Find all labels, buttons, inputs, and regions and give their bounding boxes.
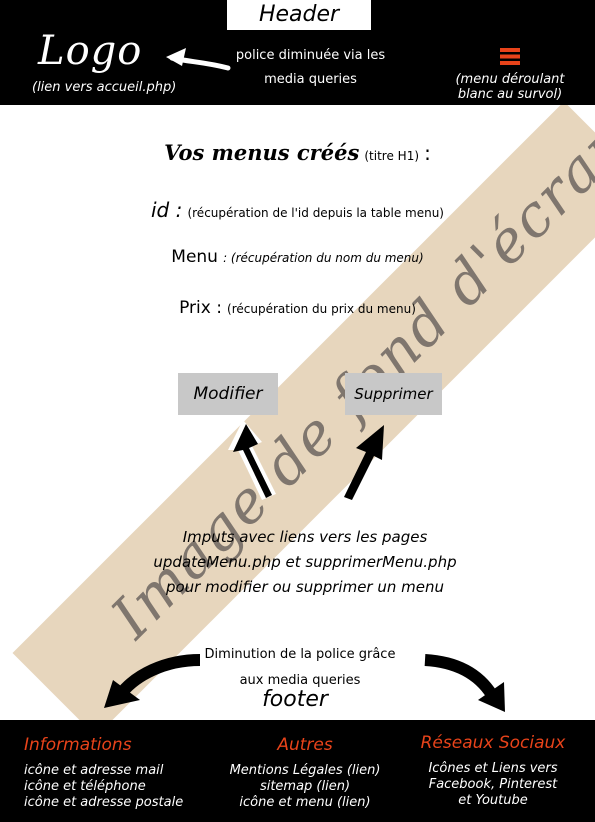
- footer-line[interactable]: icône et adresse mail: [24, 763, 164, 778]
- modifier-button[interactable]: Modifier: [178, 373, 278, 415]
- page-title: Vos menus créés (titre H1) :: [0, 140, 595, 165]
- footer-column-informations: Informations icône et adresse mail icône…: [24, 735, 224, 811]
- footer-note-line: aux media queries: [239, 673, 361, 688]
- inputs-note-line: Imputs avec liens vers les pages: [182, 528, 428, 546]
- curved-arrow-right-icon: [424, 654, 505, 712]
- footer-line[interactable]: icône et menu (lien): [239, 795, 371, 810]
- field-id: id : (récupération de l'id depuis la tab…: [0, 198, 595, 222]
- footer-bar: [0, 720, 595, 822]
- police-note: police diminuée via les media queries: [235, 48, 386, 87]
- footer-column-title: Réseaux Sociaux: [420, 733, 566, 753]
- footer-note-line: Diminution de la police grâce: [204, 647, 396, 662]
- menu-note: (menu déroulant blanc au survol): [440, 72, 580, 102]
- menu-note-line: (menu déroulant: [455, 72, 565, 87]
- footer-line[interactable]: icône et adresse postale: [24, 795, 184, 810]
- page-title-text: Vos menus créés: [164, 140, 360, 165]
- arrow-up-modifier-icon: [228, 420, 276, 500]
- footer-line[interactable]: Facebook, Pinterest: [428, 777, 558, 792]
- inputs-note-line: pour modifier ou supprimer un menu: [165, 578, 445, 596]
- footer-column-title: Informations: [24, 735, 132, 755]
- footer-line[interactable]: Mentions Légales (lien): [229, 763, 381, 778]
- field-label: Menu: [171, 247, 218, 267]
- field-menu: Menu : (récupération du nom du menu): [0, 247, 595, 267]
- hamburger-icon[interactable]: [500, 48, 520, 65]
- logo[interactable]: Logo: [38, 28, 143, 74]
- footer-line[interactable]: Icônes et Liens vers: [428, 761, 558, 776]
- field-value: (récupération du prix du menu): [227, 302, 416, 316]
- logo-arrow-icon: [166, 48, 231, 71]
- footer-column-reseaux-sociaux: Réseaux Sociaux Icônes et Liens vers Fac…: [408, 733, 578, 809]
- inputs-note: Imputs avec liens vers les pages updateM…: [130, 525, 480, 600]
- header-label: Header: [227, 0, 371, 30]
- footer-column-autres: Autres Mentions Légales (lien) sitemap (…: [210, 735, 400, 811]
- field-label: Prix :: [179, 298, 222, 318]
- page-title-note: (titre H1): [364, 149, 420, 163]
- field-prix: Prix : (récupération du prix du menu): [0, 298, 595, 318]
- field-label: id :: [151, 198, 183, 222]
- arrow-up-supprimer-icon: [344, 425, 384, 500]
- menu-note-line: blanc au survol): [457, 87, 563, 102]
- inputs-note-line: updateMenu.php et supprimerMenu.php: [153, 553, 457, 571]
- logo-caption: (lien vers accueil.php): [32, 80, 177, 95]
- footer-note: Diminution de la police grâce aux media …: [180, 642, 420, 694]
- page-title-colon: :: [424, 141, 431, 165]
- footer-column-title: Autres: [277, 735, 333, 755]
- field-value: (récupération de l'id depuis la table me…: [187, 206, 444, 220]
- curved-arrow-left-icon: [104, 654, 201, 708]
- footer-line[interactable]: et Youtube: [458, 793, 528, 808]
- footer-label: footer: [262, 687, 328, 712]
- footer-line[interactable]: icône et téléphone: [24, 779, 146, 794]
- footer-line[interactable]: sitemap (lien): [259, 779, 351, 794]
- field-value: : (récupération du nom du menu): [223, 251, 424, 265]
- supprimer-button[interactable]: Supprimer: [345, 373, 442, 415]
